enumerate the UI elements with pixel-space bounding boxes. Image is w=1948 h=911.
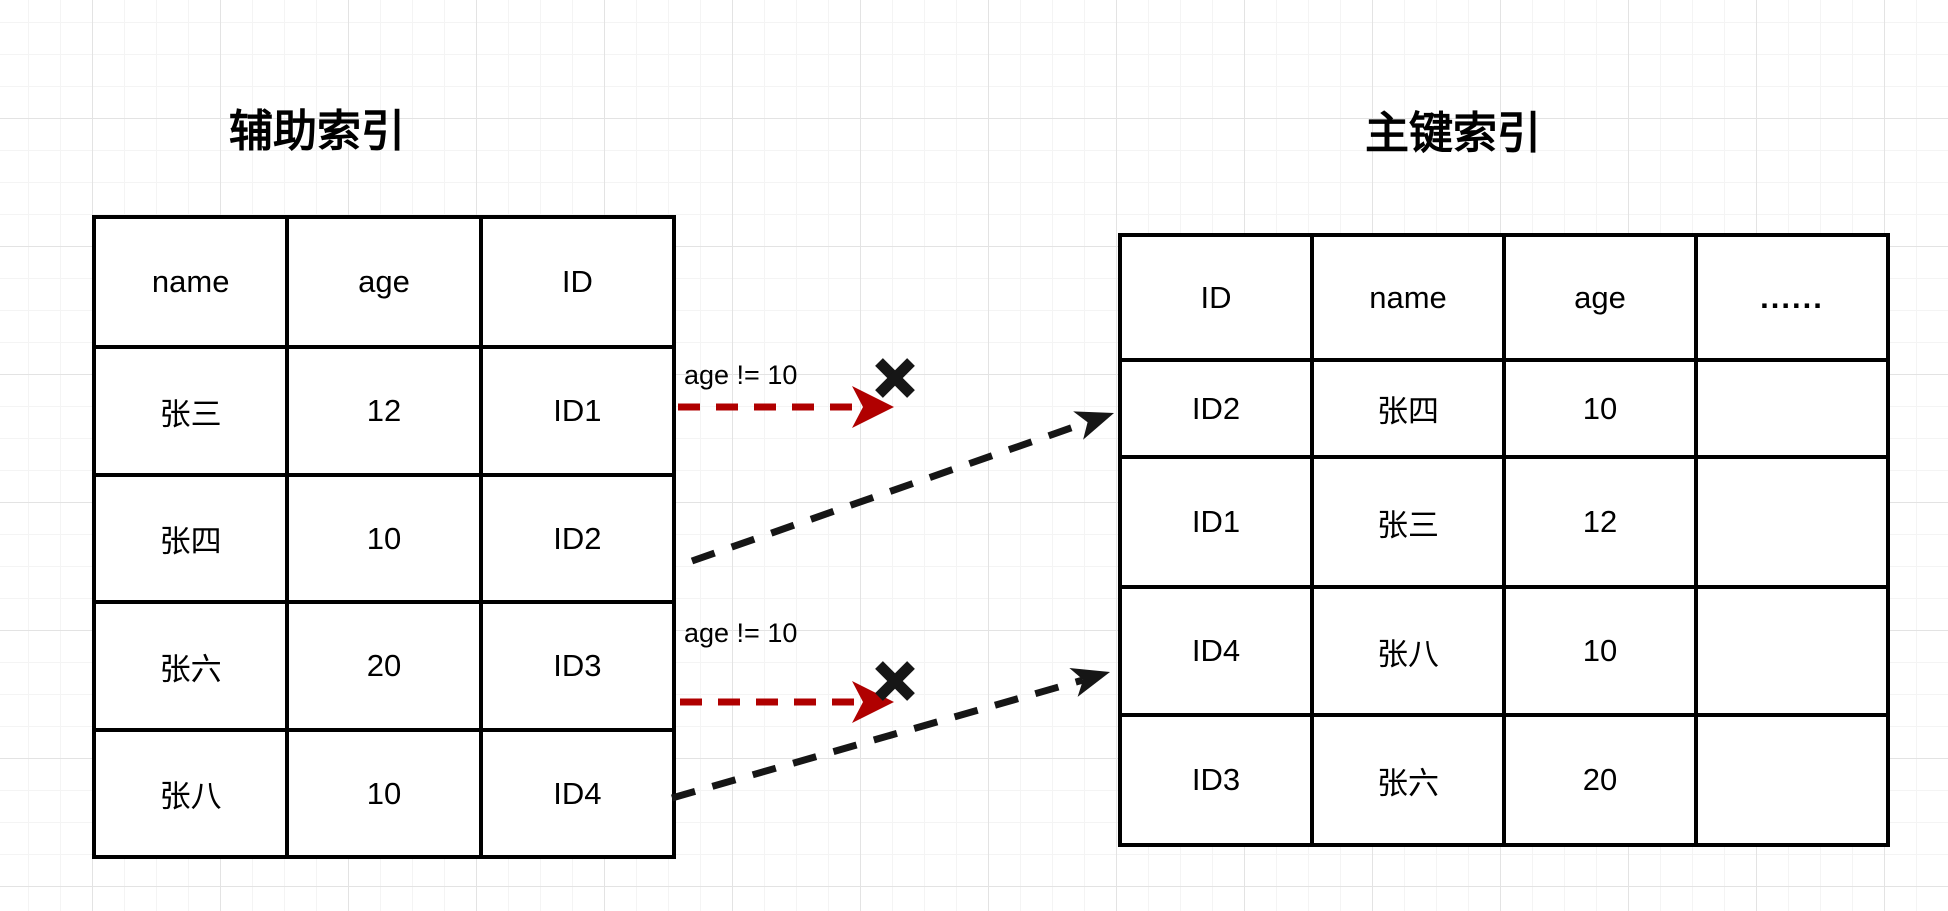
table-row: ID1 张三 12 <box>1118 455 1890 589</box>
table-cell: 10 <box>1502 585 1698 717</box>
table-cell: 12 <box>1502 455 1698 589</box>
table-header-row: name age ID <box>91 215 677 349</box>
reject-condition-label-1: age != 10 <box>684 360 798 390</box>
table-row: ID2 张四 10 <box>1118 358 1890 459</box>
reject-condition-label-2: age != 10 <box>684 618 798 648</box>
lookup-arrow-id2 <box>690 411 1114 565</box>
header-cell: name <box>1310 233 1506 362</box>
lookup-arrow-id4-line <box>671 676 1084 802</box>
reject-x-icon <box>875 358 915 398</box>
reject-arrow-2 <box>680 681 894 723</box>
table-cell: 张八 <box>91 728 290 859</box>
reject-arrowhead-icon <box>852 681 894 723</box>
header-cell: ID <box>1118 233 1314 362</box>
table-row: 张六 20 ID3 <box>91 600 677 732</box>
header-cell: age <box>1502 233 1698 362</box>
table-cell: ID1 <box>478 345 677 477</box>
secondary-index-title: 辅助索引 <box>229 107 405 156</box>
primary-index-table: ID name age ...... ID2 张四 10 ID1 张三 12 I… <box>1118 233 1890 847</box>
secondary-index-table: name age ID 张三 12 ID1 张四 10 ID2 张六 20 ID… <box>91 215 677 859</box>
table-row: ID3 张六 20 <box>1118 713 1890 847</box>
table-cell: 20 <box>1502 713 1698 847</box>
header-cell-ellipsis: ...... <box>1694 233 1890 362</box>
primary-index-title: 主键索引 <box>1365 109 1541 158</box>
table-cell: ID4 <box>1118 585 1314 717</box>
table-cell: 张三 <box>91 345 290 477</box>
table-cell: 张四 <box>1310 358 1506 459</box>
table-cell <box>1694 358 1890 459</box>
table-cell: 12 <box>285 345 483 477</box>
header-cell: age <box>285 215 483 349</box>
table-cell: 张六 <box>1310 713 1506 847</box>
table-row: 张三 12 ID1 <box>91 345 677 477</box>
table-row: 张八 10 ID4 <box>91 728 677 859</box>
table-cell: 张八 <box>1310 585 1506 717</box>
table-cell <box>1694 585 1890 717</box>
reject-x-icon <box>875 661 915 701</box>
table-row: ID4 张八 10 <box>1118 585 1890 717</box>
table-cell: 10 <box>285 728 483 859</box>
table-cell: ID1 <box>1118 455 1314 589</box>
table-cell: 20 <box>285 600 483 732</box>
table-cell: ID2 <box>1118 358 1314 459</box>
table-cell: ID4 <box>478 728 677 859</box>
table-cell <box>1694 713 1890 847</box>
table-cell: ID3 <box>478 600 677 732</box>
header-cell: ID <box>478 215 677 349</box>
table-cell: 张三 <box>1310 455 1506 589</box>
lookup-arrowhead-icon <box>1073 411 1114 440</box>
table-cell: 10 <box>285 473 483 604</box>
table-cell: 10 <box>1502 358 1698 459</box>
reject-arrow-1 <box>678 386 894 428</box>
lookup-arrowhead-icon <box>1069 668 1110 697</box>
lookup-arrow-id4 <box>671 668 1110 802</box>
table-row: 张四 10 ID2 <box>91 473 677 604</box>
table-cell: 张四 <box>91 473 290 604</box>
table-cell <box>1694 455 1890 589</box>
lookup-arrow-id2-line <box>690 418 1090 565</box>
table-cell: 张六 <box>91 600 290 732</box>
table-cell: ID3 <box>1118 713 1314 847</box>
header-cell: name <box>91 215 290 349</box>
reject-arrowhead-icon <box>852 386 894 428</box>
table-header-row: ID name age ...... <box>1118 233 1890 362</box>
table-cell: ID2 <box>478 473 677 604</box>
